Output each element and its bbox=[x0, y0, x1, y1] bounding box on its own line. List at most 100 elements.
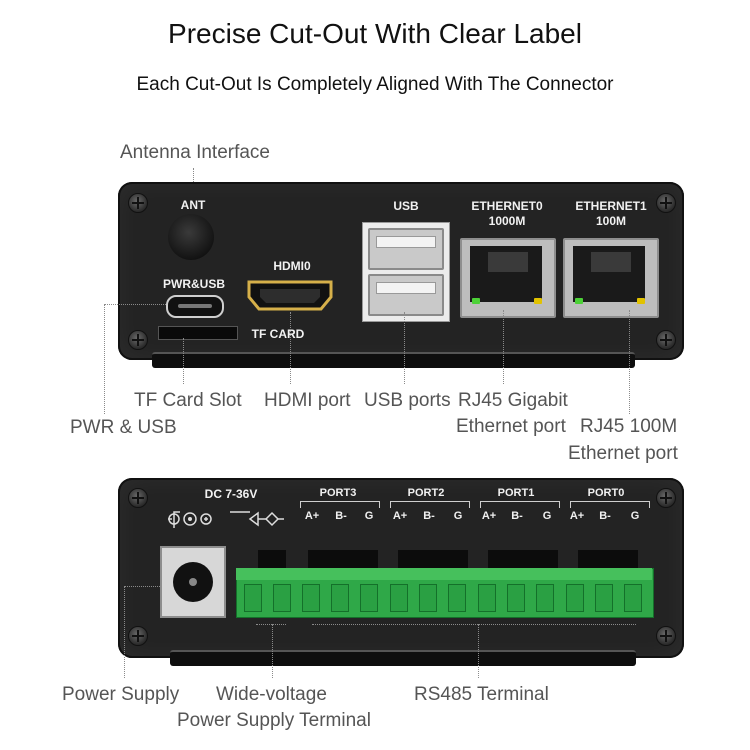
bottom-rail-top bbox=[152, 352, 635, 368]
hdmi-label: HDMI0 bbox=[273, 259, 311, 273]
leader-wide-voltage bbox=[272, 624, 273, 678]
leader-usb bbox=[404, 312, 405, 384]
terminal-pin[interactable] bbox=[244, 584, 262, 612]
usb-port[interactable] bbox=[368, 274, 444, 316]
screw-icon bbox=[656, 626, 676, 646]
ethernet0-port[interactable] bbox=[460, 238, 556, 318]
terminal-pin[interactable] bbox=[507, 584, 525, 612]
terminal-pin[interactable] bbox=[478, 584, 496, 612]
terminal-pin[interactable] bbox=[360, 584, 378, 612]
callout-rj45-gigabit-2: Ethernet port bbox=[456, 416, 566, 437]
callout-tf-slot: TF Card Slot bbox=[134, 390, 242, 411]
dc-barrel-jack[interactable] bbox=[160, 546, 226, 618]
terminal-pin[interactable] bbox=[331, 584, 349, 612]
terminal-pin[interactable] bbox=[595, 584, 613, 612]
terminal-top-block bbox=[578, 550, 638, 570]
eth1-label: ETHERNET1 bbox=[575, 199, 647, 213]
pin-a-plus-label: A+ bbox=[481, 510, 497, 522]
usb-c-port[interactable] bbox=[166, 295, 224, 318]
pin-b-minus-label: B- bbox=[423, 510, 435, 522]
leader-rj45-gigabit bbox=[503, 310, 504, 384]
port0-bracket bbox=[570, 501, 650, 508]
callout-wide-voltage-2: Power Supply Terminal bbox=[177, 710, 371, 731]
callout-wide-voltage-1: Wide-voltage bbox=[216, 684, 327, 705]
pin-g-label: G bbox=[630, 510, 640, 522]
leader-tf-slot bbox=[183, 338, 184, 384]
ant-label: ANT bbox=[180, 198, 206, 212]
callout-pwr-usb: PWR & USB bbox=[70, 417, 177, 438]
pin-a-plus-label: A+ bbox=[569, 510, 585, 522]
terminal-pin[interactable] bbox=[566, 584, 584, 612]
terminal-pin[interactable] bbox=[536, 584, 554, 612]
usb-port[interactable] bbox=[368, 228, 444, 270]
pin-b-minus-label: B- bbox=[511, 510, 523, 522]
screw-icon bbox=[128, 488, 148, 508]
callout-rj45-100m-1: RJ45 100M bbox=[580, 416, 678, 437]
pin-a-plus-label: A+ bbox=[304, 510, 320, 522]
port0-label: PORT0 bbox=[587, 487, 625, 499]
eth0-label: ETHERNET0 bbox=[471, 199, 543, 213]
pin-a-plus-label: A+ bbox=[392, 510, 408, 522]
screw-icon bbox=[128, 330, 148, 350]
callout-rj45-100m-2: Ethernet port bbox=[568, 443, 678, 464]
port1-label: PORT1 bbox=[497, 487, 535, 499]
pin-g-label: G bbox=[542, 510, 552, 522]
leader-power-supply bbox=[124, 586, 125, 678]
tf-card-slot[interactable] bbox=[158, 326, 238, 340]
terminal-top-block bbox=[308, 550, 378, 570]
callout-antenna: Antenna Interface bbox=[120, 142, 270, 163]
leader-antenna bbox=[193, 168, 194, 188]
screw-icon bbox=[128, 626, 148, 646]
port1-bracket bbox=[480, 501, 560, 508]
pin-g-label: G bbox=[453, 510, 463, 522]
dc-polarity-icon bbox=[164, 502, 294, 536]
terminal-pin[interactable] bbox=[273, 584, 291, 612]
usb-label: USB bbox=[393, 199, 419, 213]
leader-pwr-usb-h bbox=[104, 304, 166, 305]
leader-rs485 bbox=[478, 624, 479, 678]
leader-pwr-usb bbox=[104, 304, 105, 414]
leader-wide-voltage-h bbox=[256, 624, 286, 625]
pwr-usb-label: PWR&USB bbox=[163, 277, 225, 291]
callout-rs485: RS485 Terminal bbox=[414, 684, 549, 705]
activity-led bbox=[534, 298, 542, 304]
screw-icon bbox=[656, 330, 676, 350]
hdmi-port[interactable] bbox=[246, 279, 334, 312]
callout-power-supply: Power Supply bbox=[62, 684, 180, 705]
ethernet1-port[interactable] bbox=[563, 238, 659, 318]
screw-icon bbox=[656, 488, 676, 508]
link-led bbox=[472, 298, 480, 304]
terminal-highlight bbox=[236, 568, 652, 580]
callout-hdmi: HDMI port bbox=[264, 390, 351, 411]
tf-card-label: TF CARD bbox=[251, 327, 305, 341]
terminal-pin[interactable] bbox=[302, 584, 320, 612]
terminal-pin[interactable] bbox=[390, 584, 408, 612]
leader-power-supply-h bbox=[124, 586, 160, 587]
page-subtitle: Each Cut-Out Is Completely Aligned With … bbox=[136, 74, 614, 95]
bottom-rail-bottom bbox=[170, 650, 636, 666]
port2-label: PORT2 bbox=[407, 487, 445, 499]
pin-g-label: G bbox=[364, 510, 374, 522]
pin-b-minus-label: B- bbox=[335, 510, 347, 522]
link-led bbox=[575, 298, 583, 304]
port2-bracket bbox=[390, 501, 470, 508]
screw-icon bbox=[128, 193, 148, 213]
terminal-pin[interactable] bbox=[448, 584, 466, 612]
dc-label: DC 7-36V bbox=[204, 487, 258, 501]
callout-rj45-gigabit-1: RJ45 Gigabit bbox=[458, 390, 568, 411]
leader-hdmi bbox=[290, 312, 291, 384]
terminal-pin[interactable] bbox=[419, 584, 437, 612]
pin-b-minus-label: B- bbox=[599, 510, 611, 522]
leader-rs485-h bbox=[312, 624, 636, 625]
screw-icon bbox=[656, 193, 676, 213]
terminal-top-block bbox=[488, 550, 558, 570]
terminal-top-block bbox=[398, 550, 468, 570]
port3-bracket bbox=[300, 501, 380, 508]
port3-label: PORT3 bbox=[319, 487, 357, 499]
leader-rj45-100m bbox=[629, 310, 630, 414]
terminal-top-block bbox=[258, 550, 286, 570]
callout-usb: USB ports bbox=[364, 390, 451, 411]
antenna-connector[interactable] bbox=[168, 214, 214, 260]
activity-led bbox=[637, 298, 645, 304]
terminal-pin[interactable] bbox=[624, 584, 642, 612]
